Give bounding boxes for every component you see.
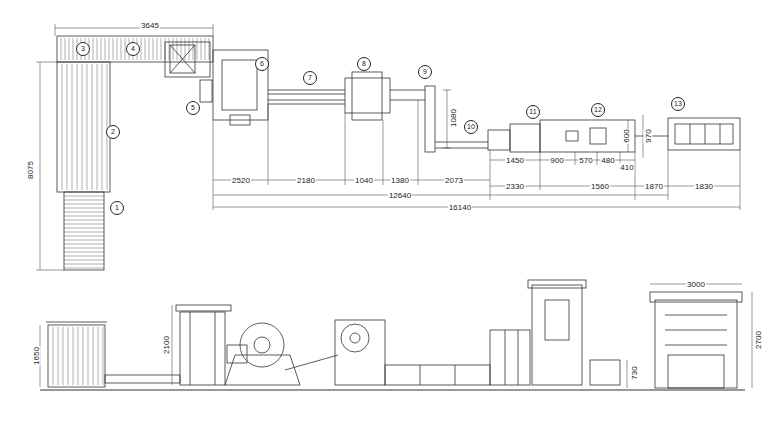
- callout-number: 6: [255, 57, 269, 71]
- callout-number: 5: [186, 101, 200, 115]
- dimension-label: 16140: [448, 203, 472, 212]
- dimension-label: 970: [644, 128, 653, 143]
- top-view: [36, 24, 740, 270]
- dimension-label: 410: [619, 163, 634, 172]
- dimension-label: 1450: [505, 156, 525, 165]
- dimension-label: 2100: [162, 335, 171, 355]
- dimension-label: 2330: [505, 182, 525, 191]
- dimension-label: 1830: [694, 182, 714, 191]
- callout-number: 12: [591, 103, 605, 117]
- dimension-label: 730: [630, 365, 639, 380]
- dimension-label: 1870: [644, 182, 664, 191]
- callout-number: 8: [357, 57, 371, 71]
- dimension-label: 2073: [444, 176, 464, 185]
- dimension-label: 3645: [140, 21, 160, 30]
- dimension-label: 2180: [296, 176, 316, 185]
- dimension-label: 1080: [449, 108, 458, 128]
- dimension-label: 570: [578, 156, 593, 165]
- callout-number: 3: [76, 42, 90, 56]
- dimension-label: 12640: [388, 191, 412, 200]
- dimension-label: 900: [549, 156, 564, 165]
- callout-number: 10: [464, 120, 478, 134]
- callout-number: 4: [126, 42, 140, 56]
- dimension-label: 2520: [231, 176, 251, 185]
- side-view: [40, 280, 752, 390]
- callout-number: 9: [418, 65, 432, 79]
- callout-number: 7: [303, 71, 317, 85]
- dimension-label: 8075: [26, 160, 35, 180]
- callout-number: 11: [526, 105, 540, 119]
- dimension-label: 1380: [390, 176, 410, 185]
- dimension-label: 1650: [32, 346, 41, 366]
- dimension-label: 2700: [754, 330, 763, 350]
- callout-number: 2: [106, 125, 120, 139]
- dimension-label: 480: [600, 156, 615, 165]
- dimension-label: 1560: [590, 182, 610, 191]
- dimension-label: 600: [622, 128, 631, 143]
- dimension-label: 3000: [686, 280, 706, 289]
- callout-number: 13: [671, 97, 685, 111]
- dimension-label: 1040: [354, 176, 374, 185]
- callout-number: 1: [110, 201, 124, 215]
